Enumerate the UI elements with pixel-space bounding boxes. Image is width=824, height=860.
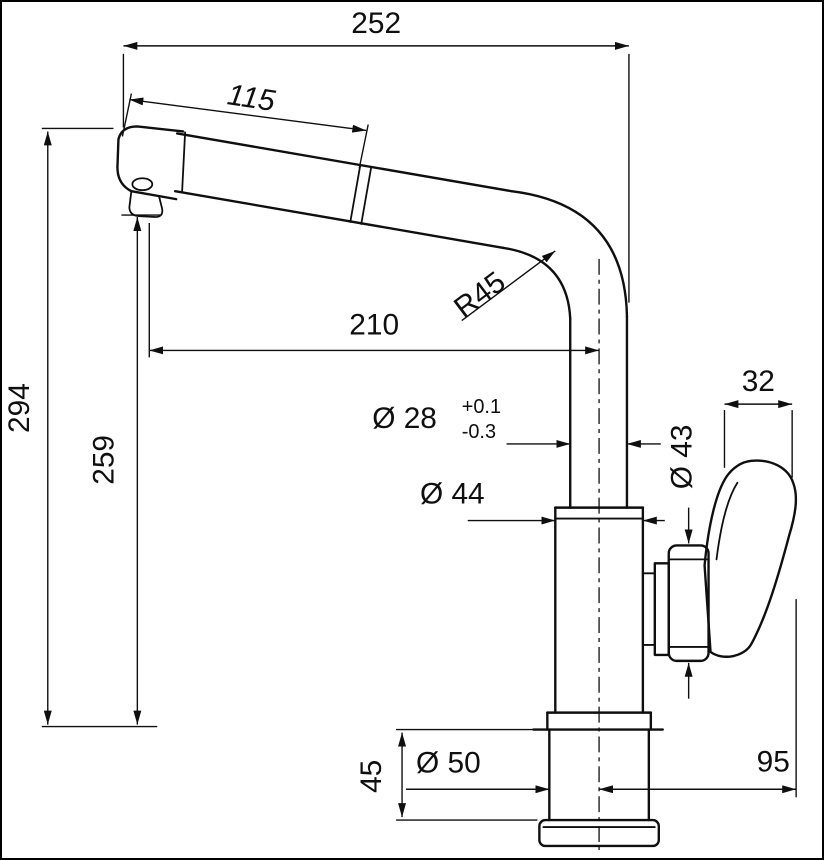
dim-body-diameter-label: Ø 44 [420,478,485,511]
dimension-annotations: 252 115 210 R45 294 [3,7,797,821]
dimension-line [129,97,367,133]
spout-top-edge [175,132,513,193]
spray-head-detail [131,177,154,192]
dim-bend-radius-label: R45 [448,265,512,324]
spout-bottom-edge [173,189,505,250]
aerator-outline [128,190,164,218]
dim-spray-head-length-label: 115 [225,78,277,118]
dim-spout-diameter: Ø 28 +0.1 -0.3 [372,396,661,448]
spray-head-joint-line [181,131,187,193]
dim-spout-diameter-tol-upper: +0.1 [462,396,501,418]
dim-handle-projection: 95 [599,599,797,798]
handle-collar [667,544,710,663]
handle-lever [703,459,798,658]
extension-line [358,124,369,169]
pullout-joint-line-2 [360,166,373,225]
dim-overall-width-label: 252 [351,7,401,40]
dim-outlet-height-label: 259 [87,435,120,485]
leader-line [461,250,556,322]
bend-outer-edge [510,189,629,318]
bend-inner-edge [502,246,572,320]
dim-handle-projection-label: 95 [757,745,790,778]
dim-handle-diameter: Ø 43 [666,425,699,699]
dim-shank-length: 45 [355,728,538,821]
dim-bend-radius: R45 [448,250,556,325]
dim-shank-diameter: Ø 50 [406,746,550,794]
pullout-joint-line-1 [349,164,362,223]
dim-spout-reach: 210 [148,223,600,358]
dim-handle-tip-width-label: 32 [742,365,775,398]
handle-boss-inner [641,572,656,646]
dim-overall-width: 252 [122,7,630,303]
dim-spray-head-length: 115 [121,78,369,169]
dim-body-diameter: Ø 44 [420,478,665,525]
dim-spout-reach-label: 210 [349,308,399,341]
dim-handle-tip-width: 32 [723,365,793,478]
dim-shank-diameter-label: Ø 50 [416,746,481,779]
dim-outlet-height: 259 [87,214,162,725]
dim-overall-height-label: 294 [3,383,36,433]
handle-lever-detail [715,481,739,561]
dim-handle-diameter-label: Ø 43 [666,425,699,490]
dim-shank-length-label: 45 [355,760,388,793]
dim-overall-height: 294 [3,127,158,728]
handle-boss-outer [653,562,670,657]
dim-spout-diameter-tol-lower: -0.3 [462,421,496,443]
dim-spout-diameter-label: Ø 28 [372,402,437,435]
